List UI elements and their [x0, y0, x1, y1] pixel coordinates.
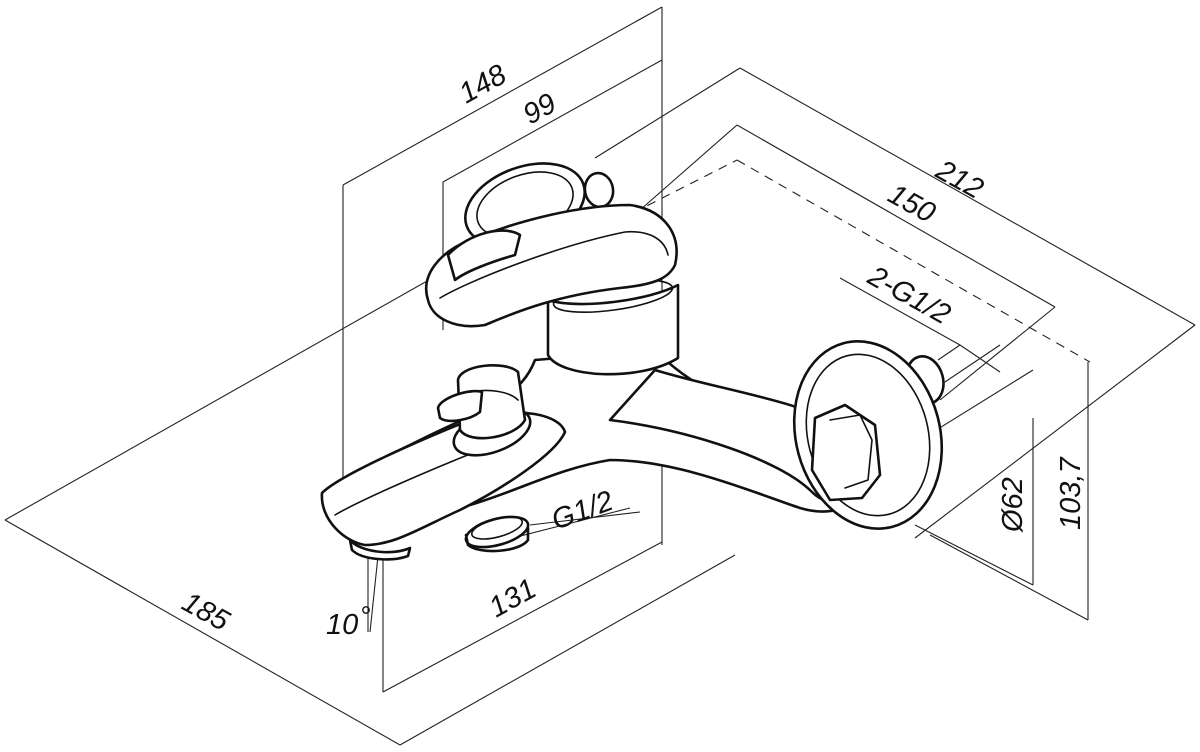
label-131: 131: [484, 573, 542, 624]
label-148: 148: [454, 59, 512, 110]
faucet-body: [320, 162, 945, 561]
label-150: 150: [883, 178, 941, 229]
dimension-lines: [4, 6, 1196, 746]
diverter-knob: [436, 364, 532, 457]
front-rosette: [792, 340, 945, 530]
label-d62: Ø62: [997, 477, 1029, 533]
label-2-g1-2: 2-G1/2: [862, 260, 956, 331]
degree-symbol-icon: [362, 606, 370, 614]
outlet-nipple: [464, 515, 530, 553]
label-212: 212: [930, 154, 989, 206]
lever-handle: [425, 203, 678, 328]
label-103-7: 103,7: [1055, 456, 1087, 530]
label-99: 99: [518, 87, 562, 131]
label-g1-2: G1/2: [547, 485, 617, 537]
label-10-deg: 10: [326, 609, 358, 641]
spout-tip: [348, 538, 412, 561]
lever-cylinder: [546, 283, 680, 376]
label-185: 185: [177, 586, 236, 638]
